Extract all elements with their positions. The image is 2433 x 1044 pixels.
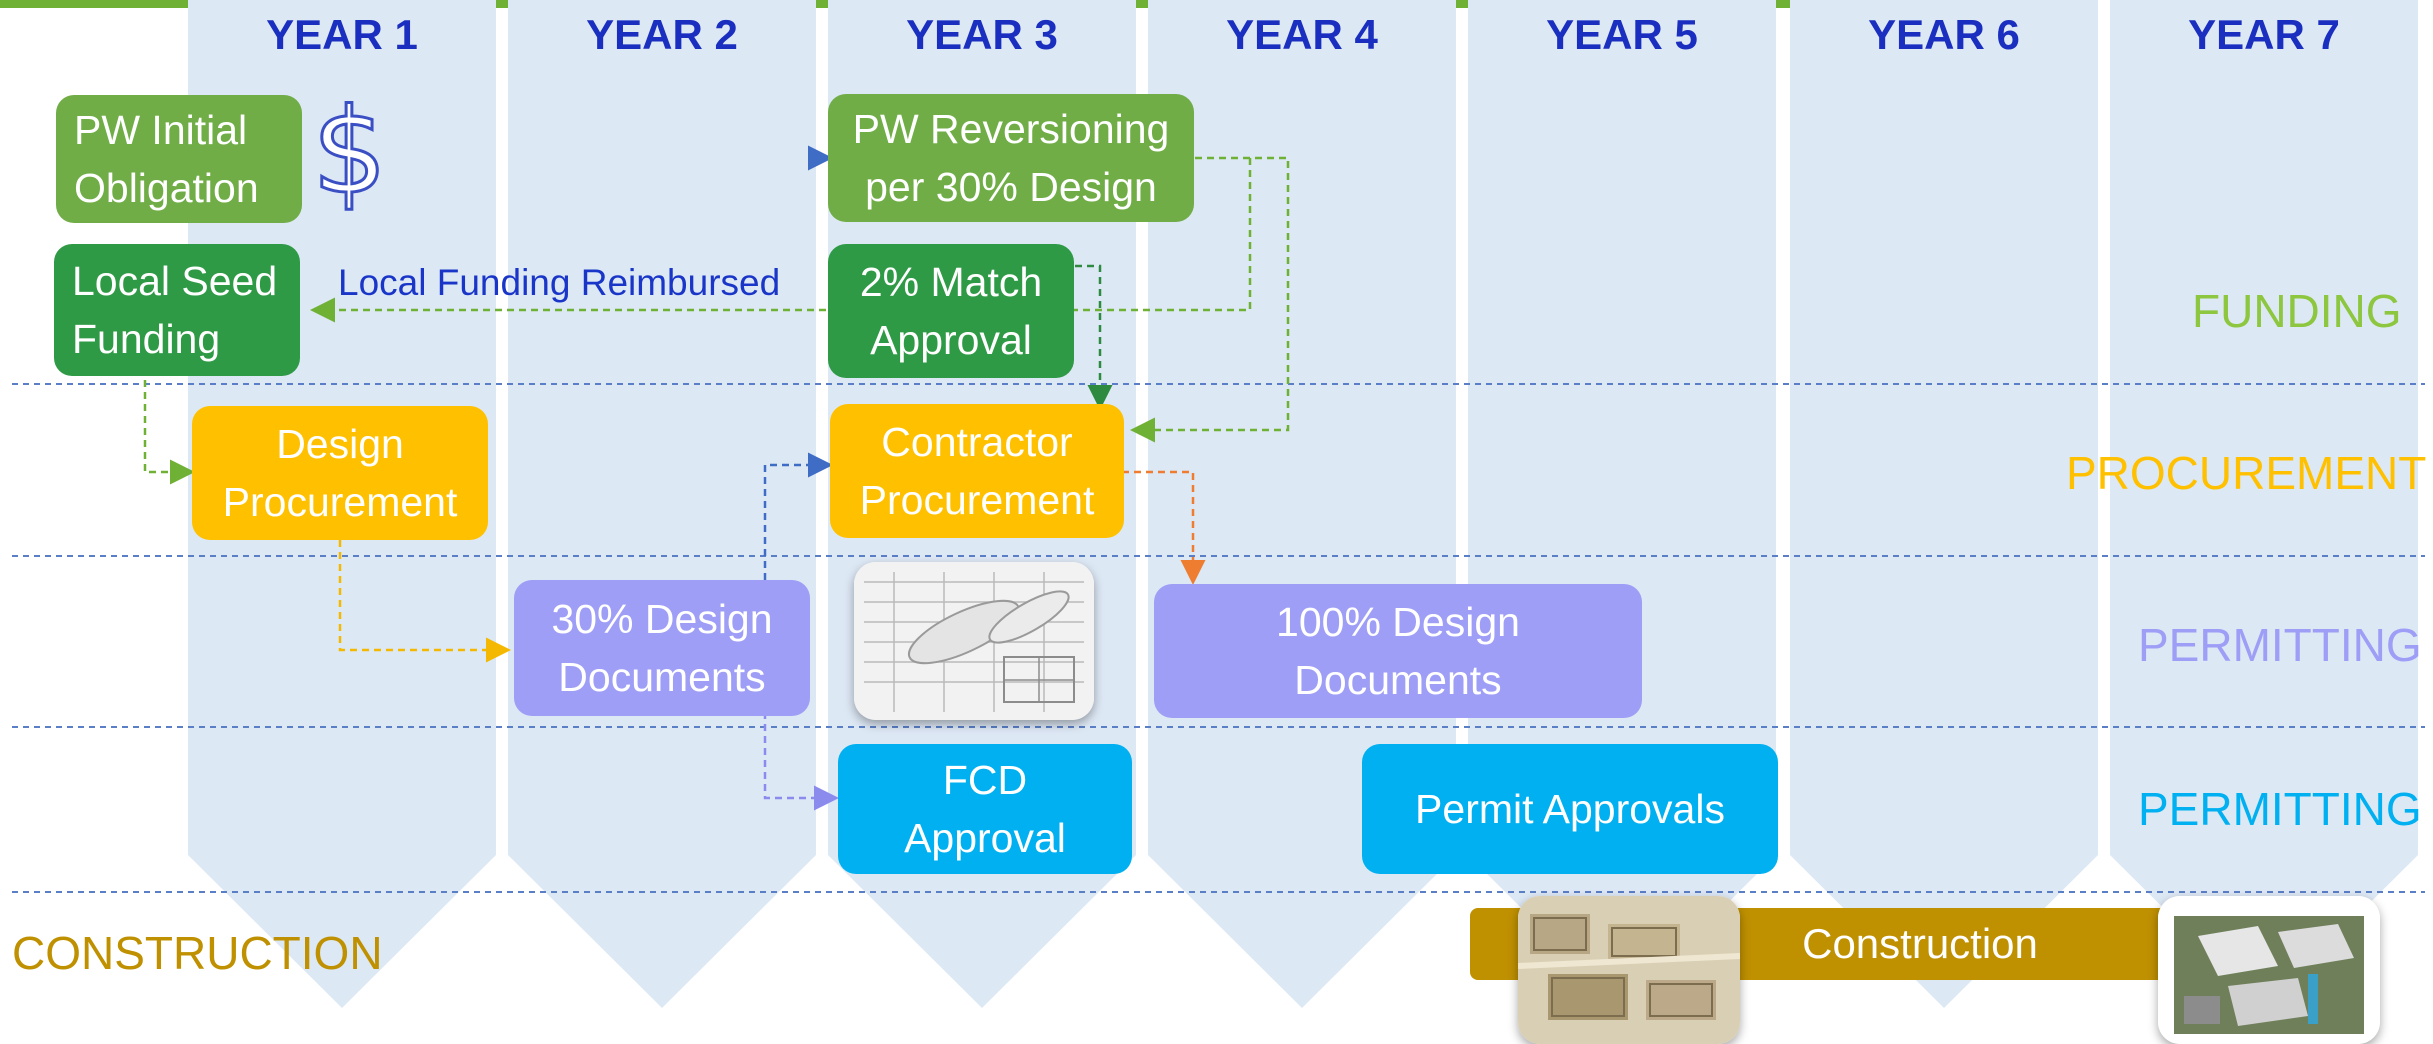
year-header-5: YEAR 5 (1546, 11, 1698, 58)
dollar-icon: $ (310, 82, 388, 220)
year-column-7 (2110, 0, 2418, 1008)
lane-label-construction: CONSTRUCTION (12, 927, 383, 979)
lane-label-permitting-approvals: PERMITTING (2138, 783, 2422, 835)
connector-match-to-contractor (1075, 264, 1113, 410)
local-funding-reimbursed-label: Local Funding Reimbursed (338, 262, 781, 303)
blueprint-illustration (854, 562, 1094, 720)
building-illustration (2158, 896, 2380, 1044)
blueprint-image (854, 562, 1094, 720)
design-100pct-box: 100% Design Documents (1154, 584, 1642, 718)
connector-reimbursement (310, 158, 1252, 323)
connector-local-seed-to-design-procurement (143, 380, 195, 485)
completed-building-photo (2158, 896, 2380, 1044)
lane-label-procurement: PROCUREMENT (2066, 447, 2427, 499)
construction-site-illustration (1518, 896, 1740, 1044)
year-header-3: YEAR 3 (906, 11, 1058, 58)
connector-pw-reversioning-to-contractor (1130, 156, 1290, 443)
year-header-1: YEAR 1 (266, 11, 418, 58)
year-header-6: YEAR 6 (1868, 11, 2020, 58)
pw-initial-obligation-box: PW Initial Obligation (56, 95, 302, 223)
connector-design-procurement-to-30pct (338, 540, 511, 663)
lane-label-permitting-design: PERMITTING (2138, 619, 2422, 671)
pw-reversioning-box: PW Reversioning per 30% Design (828, 94, 1194, 222)
contractor-procurement-box: Contractor Procurement (830, 404, 1124, 538)
construction-site-photo-1 (1518, 896, 1740, 1044)
year-header-7: YEAR 7 (2188, 11, 2340, 58)
match-approval-box: 2% Match Approval (828, 244, 1074, 378)
design-procurement-box: Design Procurement (192, 406, 488, 540)
fcd-approval-box: FCD Approval (838, 744, 1132, 874)
design-30pct-box: 30% Design Documents (514, 580, 810, 716)
local-seed-funding-box: Local Seed Funding (54, 244, 300, 376)
lane-label-funding: FUNDING (2192, 285, 2402, 337)
permit-approvals-box: Permit Approvals (1362, 744, 1778, 874)
connector-30pct-to-contractor (763, 452, 833, 640)
year-header-2: YEAR 2 (586, 11, 738, 58)
year-column-6 (1790, 0, 2098, 1008)
construction-bar-label: Construction (1802, 920, 2038, 967)
year-column-2 (508, 0, 816, 1008)
year-header-4: YEAR 4 (1226, 11, 1378, 58)
